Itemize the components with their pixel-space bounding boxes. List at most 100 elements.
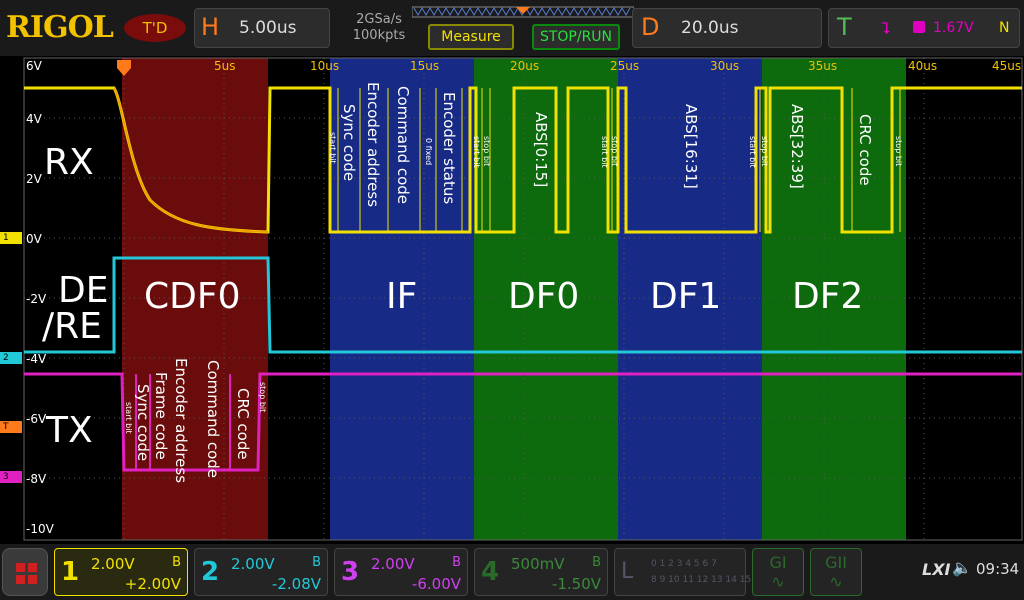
ch1-bw-limit: B [172,555,181,570]
ch1-offset: +2.00V [124,575,181,593]
ch1-marker[interactable]: 1 [0,232,22,244]
la-row-2: 8 9 10 11 12 13 14 15 [651,575,752,585]
rx-bit-lines [337,88,901,232]
generator-1-box[interactable]: GI ∿ [752,548,804,596]
generator-2-box[interactable]: GII ∿ [810,548,862,596]
waveform-display[interactable] [0,56,1024,542]
la-letter: L [621,559,634,584]
time-label: 15us [410,59,440,73]
rx-label: RX [44,142,94,183]
rx-field-label: CRC code [856,114,874,186]
ch3-number: 3 [341,557,360,587]
trigger-position-indicator [412,6,634,18]
time-label: 45us [992,59,1022,73]
time-label: 10us [310,59,340,73]
ch2-scale: 2.00V [231,555,275,573]
tx-label: TX [46,410,93,451]
volt-label: 0V [26,232,42,246]
time-label: 35us [808,59,838,73]
lxi-logo: LXI [922,560,951,579]
tx-field-label: Frame code [152,372,170,460]
rx-field-label: ABS[0:15] [532,112,550,188]
rx-field-label: ABS[16:31] [682,104,700,189]
td-button[interactable]: T'D [124,14,186,42]
ch4-bw-limit: B [592,555,601,570]
frame-label-df1: DF1 [650,276,722,317]
volt-label: -4V [26,352,47,366]
logic-analyzer-box[interactable]: L 0 1 2 3 4 5 6 7 8 9 10 11 12 13 14 15 [614,548,751,596]
tx-stop-bit-label: stop bit [258,382,267,413]
frame-region-cdf0 [122,58,268,540]
volt-label: -2V [26,292,47,306]
ch1-number: 1 [61,557,80,587]
horizontal-timebase-box[interactable]: H 5.00us [194,8,330,48]
delay-letter: D [641,13,660,41]
la-row-1: 0 1 2 3 4 5 6 7 [651,559,717,569]
delay-value: 20.0us [681,18,739,38]
delay-box[interactable]: D 20.0us [632,8,822,48]
ch3-settings-box[interactable]: 3 2.00V B -6.00V [334,548,468,596]
frame-label-df0: DF0 [508,276,580,317]
falling-edge-icon: ⮧ [881,19,891,38]
time-label: 30us [710,59,740,73]
main-menu-button[interactable] [2,548,48,596]
volt-label: -8V [26,472,47,486]
bottom-channel-bar: 1 2.00V B +2.00V 2 2.00V B -2.08V 3 2.00… [0,544,1024,600]
trigger-source-icon [913,21,925,33]
volt-label: 4V [26,112,42,126]
volt-label: -10V [26,522,54,536]
grid-lines [24,58,1022,540]
sine-wave-icon: ∿ [771,572,785,591]
clock: 09:34 [976,560,1020,578]
grid-border [23,57,1023,541]
ch1-settings-box[interactable]: 1 2.00V B +2.00V [54,548,188,596]
tx-bit-lines [135,374,231,470]
ch2-settings-box[interactable]: 2 2.00V B -2.08V [194,548,328,596]
ch3-scale: 2.00V [371,555,415,573]
top-status-bar: RIGOL T'D H 5.00us 2GSa/s 100kpts Measur… [0,0,1024,56]
ch1-rx-decay [113,87,269,233]
rx-field-label: Command code [394,86,412,205]
speaker-muted-icon[interactable]: 🔈 [952,558,972,577]
measure-button[interactable]: Measure [428,24,514,50]
ch2-marker[interactable]: 2 [0,352,22,364]
rx-field-label: Sync code [340,104,358,182]
volt-label: -6V [26,412,47,426]
rx-field-label: ABS[32:39] [788,104,806,189]
time-label: 40us [908,59,938,73]
tx-start-bit-label: start bit [124,402,133,434]
ch1-scale: 2.00V [91,555,135,573]
ch2-offset: -2.08V [271,575,321,593]
ch4-settings-box[interactable]: 4 500mV B -1.50V [474,548,608,596]
trigger-box[interactable]: T ⮧ 1.67V N [828,8,1020,48]
rigol-logo: RIGOL [6,10,114,45]
rx-field-label: Encoder status [440,92,458,205]
memory-depth: 100kpts [352,28,406,43]
generator-1-label: GI [769,553,787,572]
stop-run-button[interactable]: STOP/RUN [532,24,620,50]
grid-menu-icon [16,563,37,584]
trigger-position-marker [117,60,131,76]
de-label-line2: /RE [42,306,102,347]
sample-rate: 2GSa/s [356,12,402,27]
trigger-level: 1.67V [933,20,974,36]
acquisition-info: 2GSa/s 100kpts [334,10,424,46]
frame-region-if [330,58,474,540]
ch4-offset: -1.50V [551,575,601,593]
rx-stop-bit-label: stop bit [760,136,769,167]
rx-start-bit-label: start bit [328,132,337,164]
frame-region-df1 [618,58,762,540]
volt-label: 2V [26,172,42,186]
sine-wave-icon: ∿ [829,572,843,591]
trigger-level-marker[interactable]: T [0,421,22,433]
tx-field-label: CRC code [234,388,252,460]
ch2-number: 2 [201,557,220,587]
rx-stop-bit-label: stop bit [610,136,619,167]
rx-stop-bit-label: stop bit [482,136,491,167]
rx-start-bit-label: start bit [600,136,609,168]
volt-label: 6V [26,59,42,73]
timebase-value: 5.00us [239,18,297,38]
ch3-marker[interactable]: 3 [0,471,22,483]
time-label: 25us [610,59,640,73]
frame-label-cdf0: CDF0 [144,276,241,317]
